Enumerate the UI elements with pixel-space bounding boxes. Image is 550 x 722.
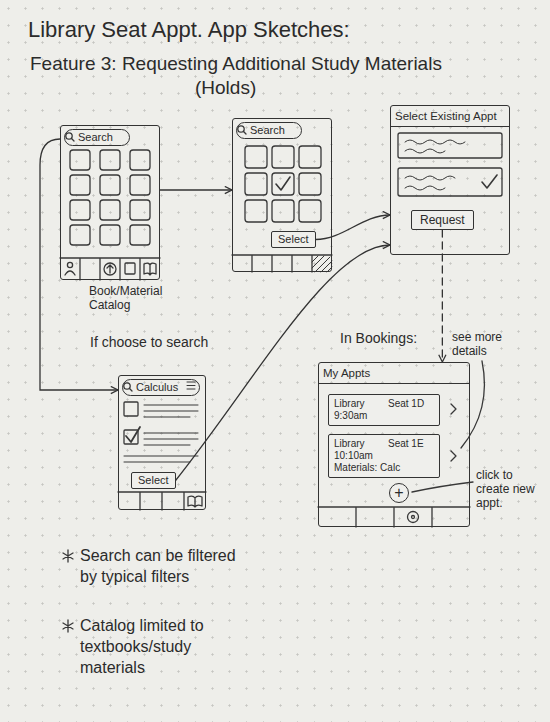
detail-chevron bbox=[451, 404, 456, 461]
select-button: Select bbox=[131, 472, 176, 489]
add-button: + bbox=[389, 483, 409, 503]
select-button: Select bbox=[271, 231, 316, 248]
callout-note: see more details bbox=[452, 330, 526, 358]
filter-icon bbox=[187, 382, 195, 389]
node-text: Seat 1E bbox=[388, 438, 434, 462]
note-star bbox=[63, 550, 73, 632]
flow-arrow bbox=[160, 189, 232, 190]
edge-label: If choose to search bbox=[88, 334, 210, 350]
catalog-grid bbox=[70, 150, 150, 245]
node-text: Select bbox=[138, 474, 169, 487]
flow-arrow bbox=[316, 215, 390, 240]
appt-card: Library 10:10amSeat 1EMaterials: Calc bbox=[328, 434, 440, 478]
design-note: Search can be filtered by typical filter… bbox=[80, 545, 240, 587]
page-title: Library Seat Appt. App Sketches: bbox=[28, 16, 528, 44]
request-button: Request bbox=[411, 210, 474, 230]
node-text: Library 9:30am bbox=[334, 398, 384, 422]
flow-arrow bbox=[442, 230, 443, 362]
appt-choice bbox=[398, 133, 502, 196]
node-text: Request bbox=[420, 213, 465, 227]
node-text: Search bbox=[236, 122, 302, 139]
node-text: Library 10:10am bbox=[334, 438, 384, 462]
callout-note: click to create new appt. bbox=[476, 468, 542, 510]
phone-screen: My ApptsLibrary 9:30amSeat 1DLibrary 10:… bbox=[318, 362, 470, 527]
node-text: Book/Material Catalog bbox=[89, 284, 173, 312]
selection-grid bbox=[245, 146, 321, 222]
phone-screen: SearchSelect bbox=[232, 118, 332, 272]
phone-screen: CalculusSelect bbox=[118, 375, 206, 510]
node-text: Materials: Calc bbox=[334, 462, 434, 474]
node-text: + bbox=[390, 484, 408, 501]
phone-screen: Select Existing ApptRequest bbox=[390, 105, 510, 255]
tab-bar bbox=[60, 255, 470, 527]
edge-label: In Bookings: bbox=[338, 330, 419, 346]
flow-arrow bbox=[40, 139, 118, 390]
result-list bbox=[124, 402, 198, 462]
feature-heading: Feature 3: Requesting Additional Study M… bbox=[30, 52, 495, 100]
appt-card: Library 9:30amSeat 1D bbox=[328, 394, 440, 426]
node-text: My Appts bbox=[319, 363, 469, 384]
node-text: Select bbox=[278, 233, 309, 246]
node-text: Calculus bbox=[122, 379, 200, 396]
node-text: Seat 1D bbox=[388, 398, 434, 422]
phone-screen: SearchBook/Material Catalog bbox=[60, 125, 160, 280]
node-text: Search bbox=[64, 129, 130, 146]
node-text: Select Existing Appt bbox=[391, 106, 509, 127]
design-note: Catalog limited to textbooks/study mater… bbox=[80, 615, 250, 678]
